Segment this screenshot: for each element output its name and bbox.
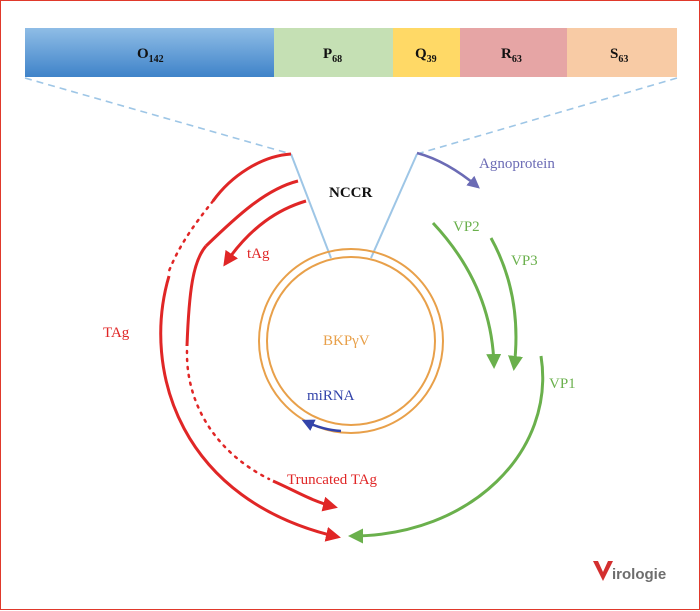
segment-q xyxy=(393,28,460,77)
agnoprotein-label: Agnoprotein xyxy=(479,156,555,172)
vp3-arrow xyxy=(489,237,523,371)
agnoprotein-arrow xyxy=(416,151,480,189)
nccr-label: NCCR xyxy=(329,185,372,201)
genome-inner-ring xyxy=(266,256,436,426)
segment-q-label: Q39 xyxy=(415,46,437,65)
truncated-tag-label: Truncated TAg xyxy=(287,472,378,488)
genome-label: BKPγV xyxy=(323,333,370,349)
genome-outer-ring xyxy=(258,248,444,434)
zoom-line-left xyxy=(24,77,292,155)
logo-text: irologie xyxy=(612,566,666,583)
segment-s-label: S63 xyxy=(610,46,628,65)
tag-label: TAg xyxy=(103,325,130,341)
truncated-tag-exon1 xyxy=(204,179,299,248)
vp2-arrow xyxy=(431,221,502,369)
logo-letter: V xyxy=(595,578,596,580)
truncated-tag-exon3-arrow xyxy=(272,479,338,512)
tag-exon2-arrow xyxy=(159,275,341,542)
truncated-tag-exon2 xyxy=(185,245,208,347)
segment-r-label: R63 xyxy=(501,46,522,65)
vp1-label: VP1 xyxy=(549,376,576,392)
segment-r xyxy=(460,28,567,77)
vp1-arrow xyxy=(348,355,545,544)
segment-o-label: O142 xyxy=(137,46,164,65)
ncr-segment-bar: O142 P68 Q39 R63 S63 xyxy=(25,28,677,77)
tag-exon1 xyxy=(211,152,292,202)
segment-o xyxy=(25,28,274,77)
zoom-line-right xyxy=(416,77,678,155)
mirna-arrow xyxy=(301,419,342,433)
nccr-connector-right xyxy=(370,153,418,259)
mirna-label: miRNA xyxy=(307,388,355,404)
nccr-connector-left xyxy=(290,153,332,259)
segment-p xyxy=(274,28,393,77)
segment-p-label: P68 xyxy=(323,46,342,65)
vp2-label: VP2 xyxy=(453,219,480,235)
vp3-label: VP3 xyxy=(511,253,538,269)
logo-v-shape xyxy=(593,561,613,581)
truncated-tag-intron xyxy=(185,349,271,481)
tag-intron xyxy=(167,199,215,273)
small-tag-label: tAg xyxy=(247,246,270,262)
segment-s xyxy=(567,28,677,77)
virologie-logo: irologie V xyxy=(593,561,666,583)
small-tag-arrow xyxy=(223,199,307,267)
